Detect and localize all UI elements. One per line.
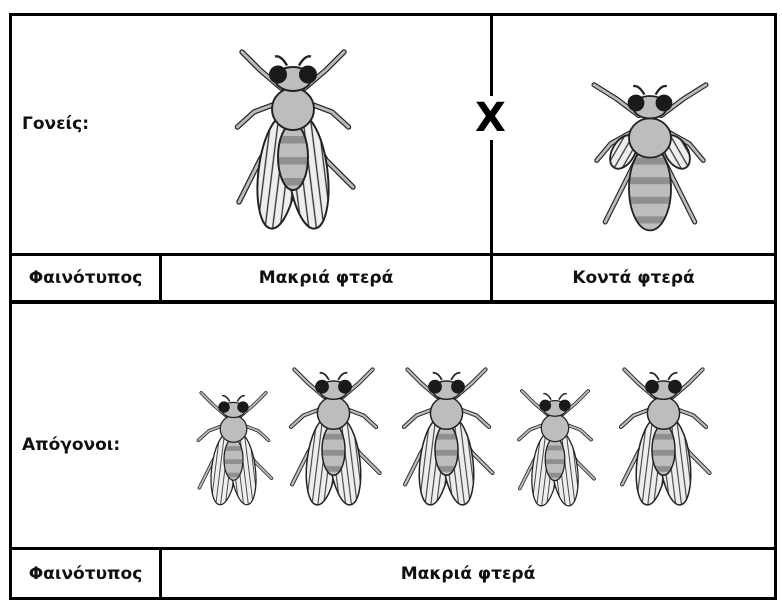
offspring-phenotype: Μακριά φτερά bbox=[162, 550, 774, 597]
right-border bbox=[774, 13, 777, 599]
bottom-border bbox=[9, 597, 777, 600]
offspring-fly-5 bbox=[606, 360, 721, 510]
offspring-fly-2 bbox=[276, 360, 391, 510]
parent-short-winged-fly bbox=[580, 68, 720, 250]
parents-row-label: Γονείς: bbox=[22, 114, 89, 134]
cross-symbol: X bbox=[475, 96, 506, 140]
offspring-fly-4 bbox=[506, 383, 604, 510]
parents-phenotype-label: Φαινότυπος bbox=[12, 256, 159, 300]
section-divider bbox=[9, 300, 777, 304]
offspring-phenotype-label: Φαινότυπος bbox=[12, 550, 159, 597]
right-parent-phenotype: Κοντά φτερά bbox=[493, 256, 774, 300]
left-parent-phenotype: Μακριά φτερά bbox=[162, 256, 490, 300]
offspring-fly-3 bbox=[389, 360, 504, 510]
top-border bbox=[9, 13, 777, 16]
offspring-row-label: Απόγονοι: bbox=[22, 435, 120, 455]
offspring-fly-1 bbox=[186, 385, 281, 509]
left-border bbox=[9, 13, 12, 599]
parent-long-winged-fly bbox=[218, 40, 368, 235]
